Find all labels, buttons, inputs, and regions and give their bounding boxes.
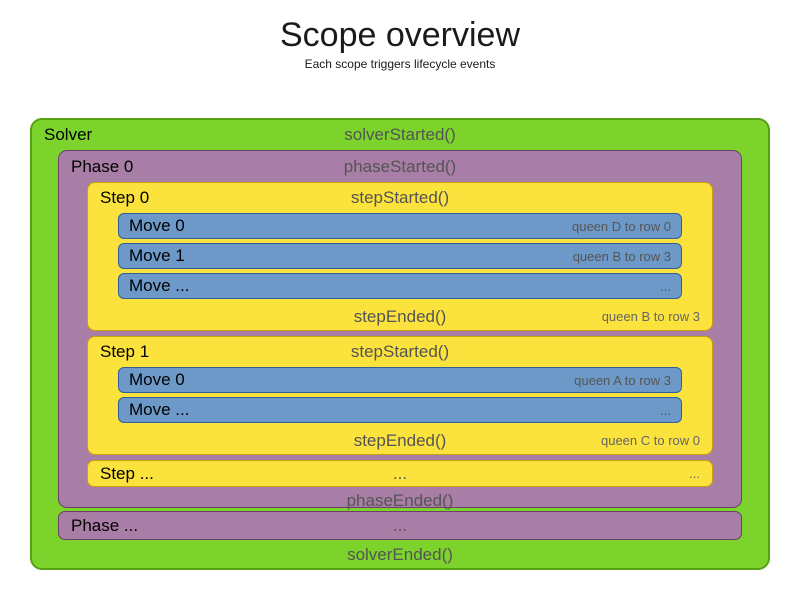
move-label: Move ... bbox=[129, 276, 190, 295]
phase0-scope-box: Phase 0 phaseStarted() Step 0 stepStarte… bbox=[58, 150, 742, 510]
phase-more-bar: Phase ... ... bbox=[58, 511, 742, 540]
step0-move1-row: Move 1 queen B to row 3 bbox=[118, 243, 682, 269]
move-label: Move ... bbox=[129, 400, 190, 419]
move-note: ... bbox=[660, 278, 671, 294]
move-note: queen D to row 0 bbox=[571, 218, 671, 234]
move-note: queen B to row 3 bbox=[572, 248, 671, 264]
solver-started-event: solverStarted() bbox=[344, 125, 456, 144]
step0-started-event: stepStarted() bbox=[350, 188, 450, 207]
step1-move-more-row: Move ... ... bbox=[118, 397, 682, 423]
step1-move0-row: Move 0 queen A to row 3 bbox=[118, 367, 682, 393]
solver-footer-row: solverEnded() bbox=[32, 540, 768, 570]
step-more-ellipsis: ... bbox=[392, 464, 408, 483]
step0-ended-note: queen B to row 3 bbox=[601, 309, 700, 324]
step-more-label: Step ... bbox=[100, 464, 154, 483]
phase-ended-event: phaseEnded() bbox=[346, 491, 454, 510]
phase0-header-row: Phase 0 phaseStarted() bbox=[59, 151, 741, 182]
step1-scope-box: Step 1 stepStarted() Move 0 queen A to r… bbox=[87, 336, 713, 455]
step0-footer-row: stepEnded() queen B to row 3 bbox=[88, 303, 712, 330]
move-note: ... bbox=[660, 402, 671, 418]
step1-footer-row: stepEnded() queen C to row 0 bbox=[88, 427, 712, 454]
solver-scope-box: Solver solverStarted() Phase 0 phaseStar… bbox=[30, 118, 770, 570]
solver-ended-event: solverEnded() bbox=[347, 545, 453, 564]
step1-ended-note: queen C to row 0 bbox=[600, 433, 700, 448]
step0-ended-event: stepEnded() bbox=[353, 307, 447, 326]
step1-label: Step 1 bbox=[100, 342, 150, 361]
move-label: Move 0 bbox=[129, 370, 185, 389]
solver-label: Solver bbox=[44, 125, 93, 144]
step-more-note: ... bbox=[689, 466, 700, 481]
phase-started-event: phaseStarted() bbox=[343, 157, 457, 176]
step0-move0-row: Move 0 queen D to row 0 bbox=[118, 213, 682, 239]
step1-header-row: Step 1 stepStarted() bbox=[88, 337, 712, 367]
phase0-label: Phase 0 bbox=[71, 157, 134, 176]
page-title: Scope overview bbox=[279, 16, 520, 54]
page-subtitle: Each scope triggers lifecycle events bbox=[304, 57, 496, 72]
solver-header-row: Solver solverStarted() bbox=[32, 120, 768, 150]
move-note: queen A to row 3 bbox=[574, 372, 671, 388]
phase0-footer-row: phaseEnded() bbox=[59, 487, 741, 515]
phase-more-ellipsis: ... bbox=[392, 516, 408, 535]
step0-header-row: Step 0 stepStarted() bbox=[88, 183, 712, 213]
step0-move-more-row: Move ... ... bbox=[118, 273, 682, 299]
step0-scope-box: Step 0 stepStarted() Move 0 queen D to r… bbox=[87, 182, 713, 331]
step1-started-event: stepStarted() bbox=[350, 342, 450, 361]
phase-more-label: Phase ... bbox=[71, 516, 139, 535]
step1-ended-event: stepEnded() bbox=[353, 431, 447, 450]
step-more-bar: Step ... ... ... bbox=[87, 460, 713, 487]
move-label: Move 0 bbox=[129, 216, 185, 235]
step0-label: Step 0 bbox=[100, 188, 150, 207]
move-label: Move 1 bbox=[129, 246, 185, 265]
